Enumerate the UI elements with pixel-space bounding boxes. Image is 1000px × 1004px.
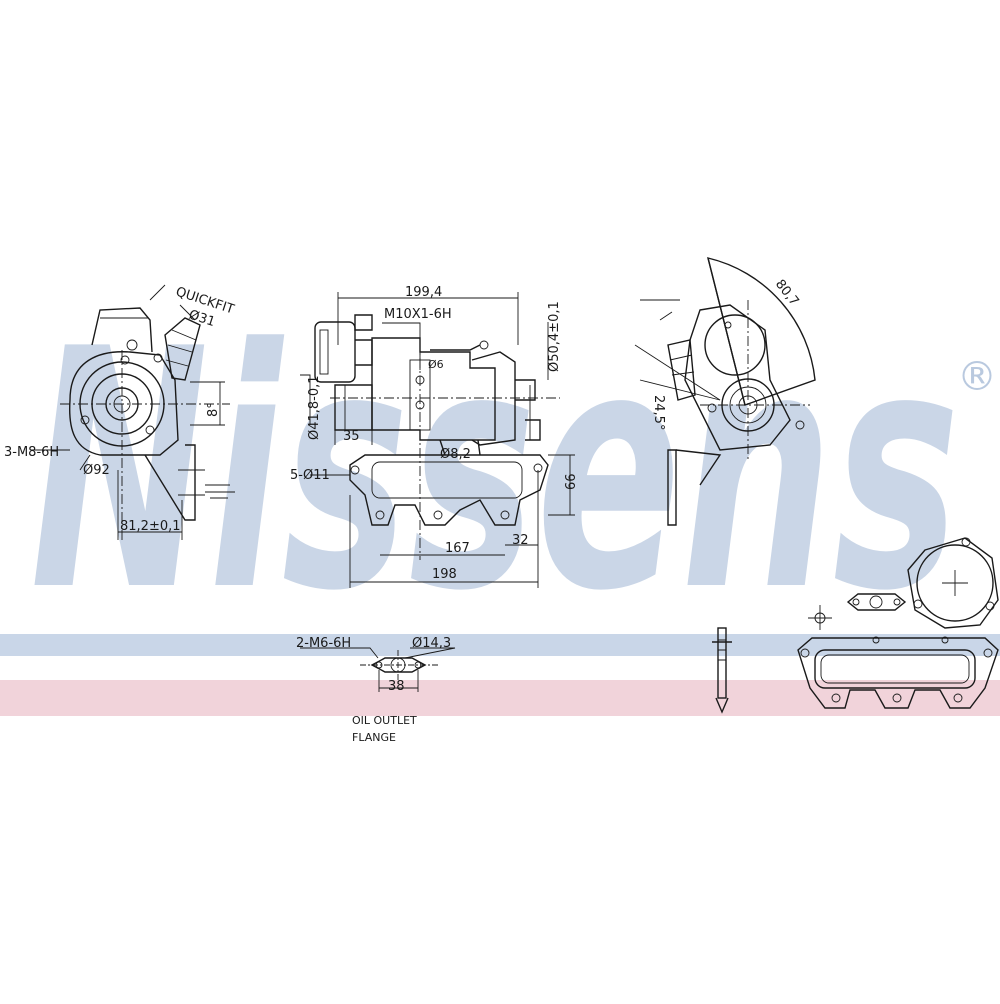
- oil-outlet-flange: 2-M6-6H Ø14,3 38 OIL OUTLET FLANGE: [296, 636, 456, 744]
- label-32: 32: [512, 533, 529, 548]
- label-24-5: 24,5°: [651, 395, 666, 430]
- label-198: 198: [432, 567, 457, 582]
- watermark-registered-mark: ®: [957, 354, 997, 400]
- middle-view: 199,4 M10X1-6H Ø6 Ø41,8-0,1 35 Ø50,4±0,1…: [290, 285, 579, 588]
- label-35: 35: [343, 429, 360, 444]
- label-dia50-4: Ø50,4±0,1: [547, 301, 562, 372]
- label-3-m8-6h: 3-M8-6H: [4, 445, 59, 460]
- watermark-band-pink: [0, 680, 1000, 716]
- label-8deg: 8°: [206, 402, 221, 417]
- label-dia41-8: Ø41,8-0,1: [307, 375, 322, 440]
- watermark-band-blue: [0, 634, 1000, 656]
- stud-bolt: [712, 627, 732, 714]
- label-5-dia11: 5-Ø11: [290, 468, 330, 483]
- label-oil-outlet: OIL OUTLET: [352, 714, 417, 727]
- label-199-4: 199,4: [405, 285, 442, 300]
- label-dia14-3: Ø14,3: [412, 636, 451, 651]
- watermark-logo: Nissens: [30, 279, 960, 663]
- label-dia92: Ø92: [83, 463, 110, 478]
- label-flange: FLANGE: [352, 731, 396, 744]
- label-81-2: 81,2±0,1: [120, 519, 181, 534]
- label-2-m6-6h: 2-M6-6H: [296, 636, 351, 651]
- label-167: 167: [445, 541, 470, 556]
- label-dia-small: Ø6: [428, 358, 444, 371]
- label-38: 38: [388, 679, 405, 694]
- label-m10x1-6h: M10X1-6H: [384, 307, 452, 322]
- label-66: 66: [564, 473, 579, 490]
- label-dia8-2: Ø8,2: [440, 447, 471, 462]
- gaskets: [797, 537, 999, 709]
